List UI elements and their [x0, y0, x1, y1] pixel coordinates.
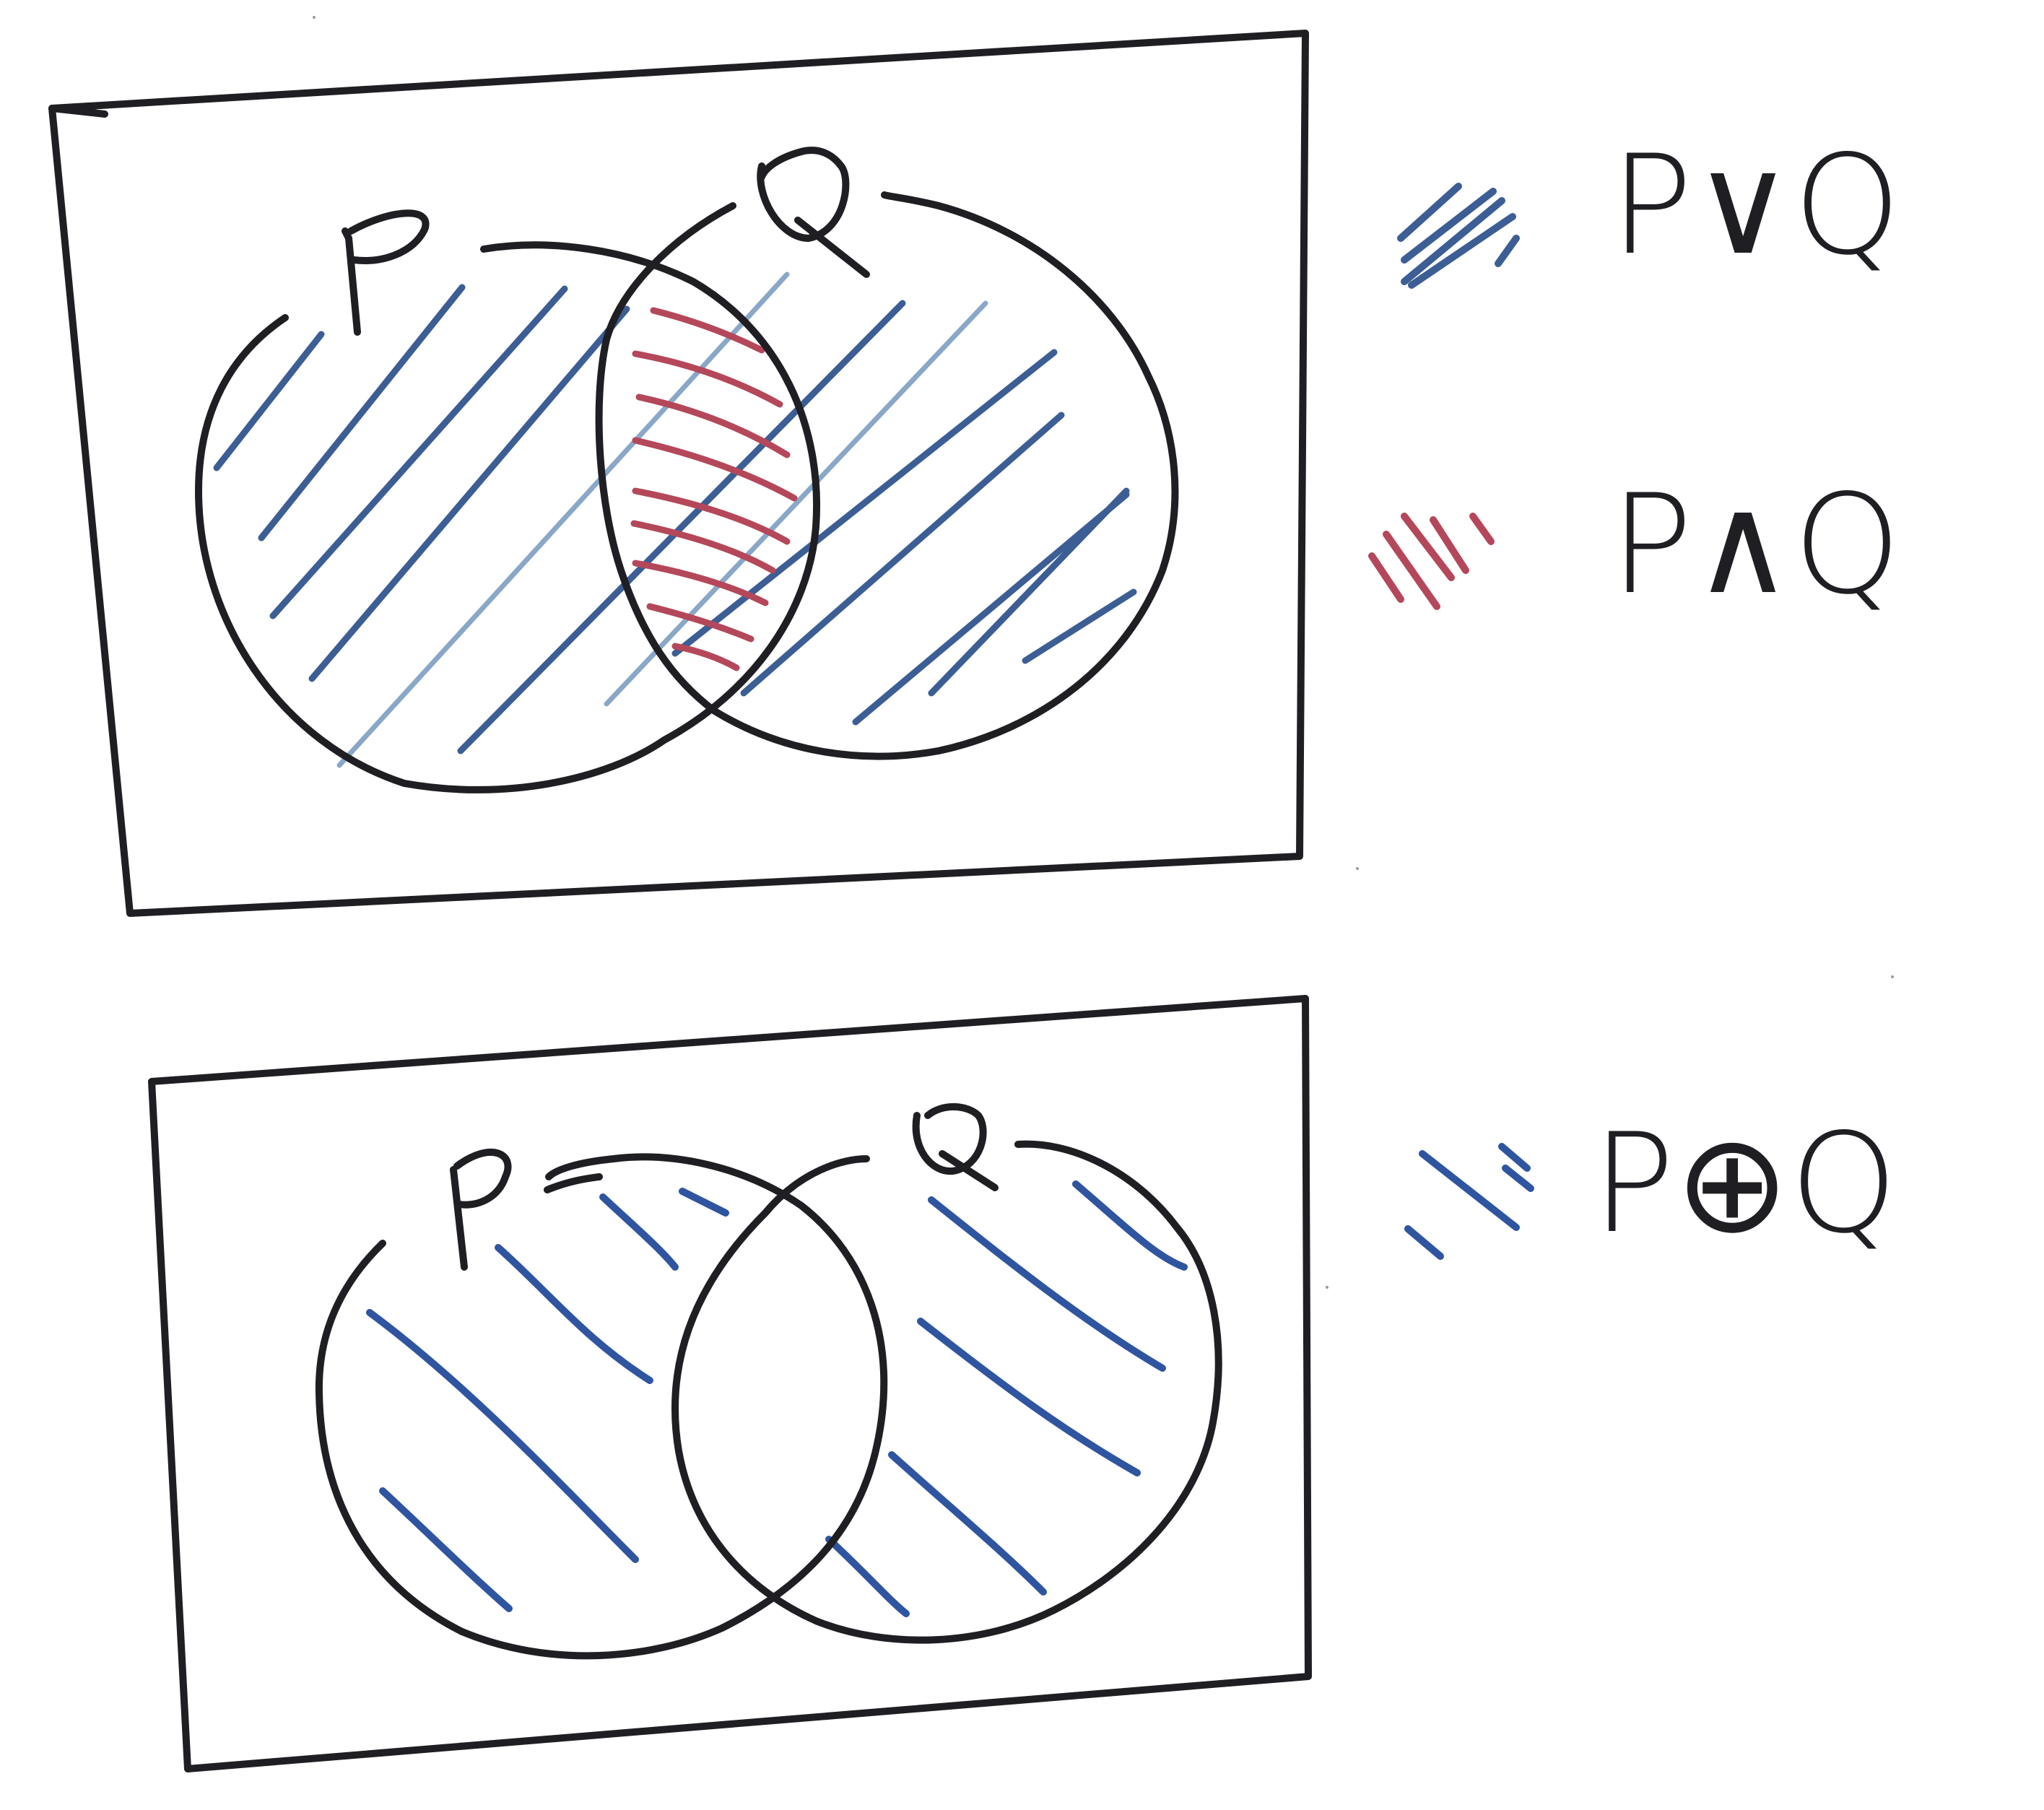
circle-p-bottom: [315, 1153, 888, 1660]
legend-p-and-q: P∧Q: [1368, 465, 1901, 625]
venn-diagram-bottom: [148, 995, 1312, 1772]
label-p-top: [342, 209, 430, 336]
circle-q-bottom: [671, 1140, 1222, 1644]
legend-p-xor-q: P⊕Q: [1404, 1104, 1897, 1263]
legend-p-xor-q-text: P⊕Q: [1592, 1104, 1897, 1263]
blue-hatch-swatch-xor: [1404, 1143, 1534, 1260]
universe-rectangle-top: [48, 30, 1309, 917]
hatch-p-or-q: [213, 271, 1137, 768]
legend-p-and-q-text: P∧Q: [1610, 465, 1901, 625]
legend-p-or-q-text: P∨Q: [1610, 126, 1901, 285]
hatch-p-and-q: [630, 307, 798, 671]
label-q-top: [757, 147, 870, 278]
label-q-bottom: [912, 1103, 999, 1191]
blue-hatch-swatch: [1397, 183, 1520, 289]
universe-rectangle-bottom: [148, 995, 1312, 1772]
whiteboard-specks: [313, 16, 1894, 1289]
label-p-bottom: [450, 1149, 512, 1271]
venn-diagram-top: [48, 30, 1309, 917]
hatch-p-xor-q: [366, 1180, 1188, 1617]
red-hatch-swatch: [1368, 513, 1495, 610]
circle-q-top: [595, 191, 1179, 760]
legend-p-or-q: P∨Q: [1397, 126, 1901, 289]
circle-p-top: [195, 241, 820, 793]
